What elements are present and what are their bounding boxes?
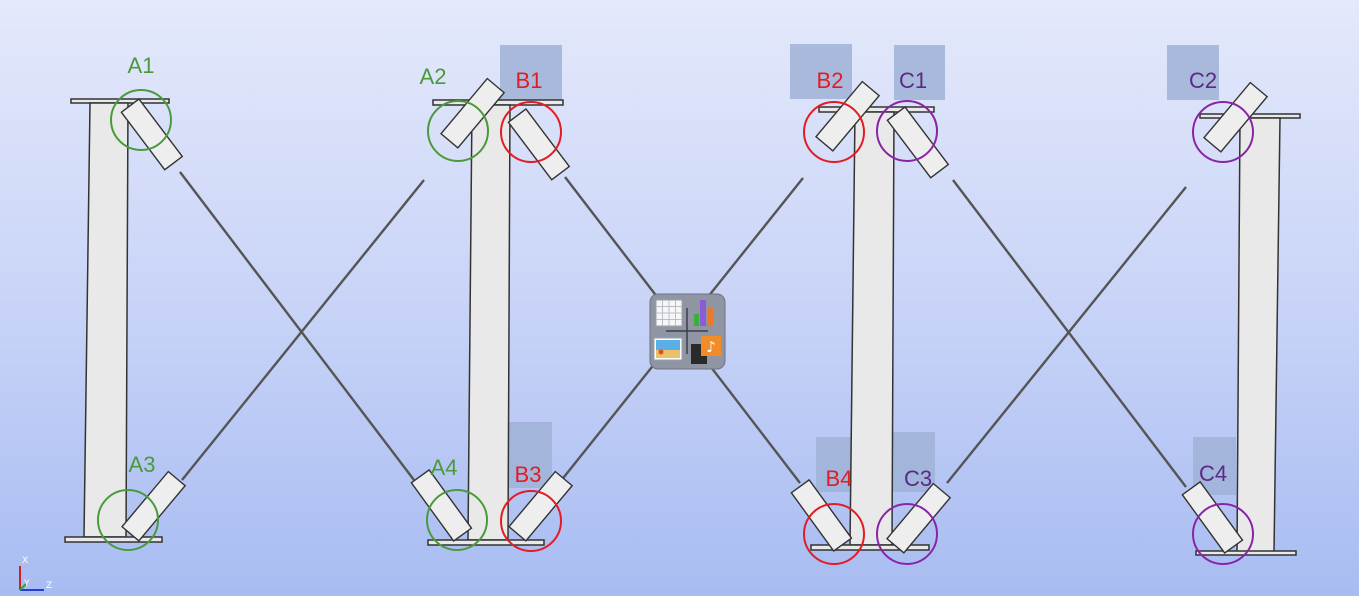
- label-b2: B2: [817, 68, 844, 93]
- ring-b1[interactable]: [500, 101, 562, 163]
- actuator-a4: [410, 468, 473, 543]
- label-b4: B4: [826, 466, 853, 491]
- highlight-b1: [500, 45, 562, 100]
- column-4: [1236, 117, 1281, 553]
- ring-b3[interactable]: [500, 490, 562, 552]
- actuator-b3: [508, 470, 574, 542]
- axis-label-z: Z: [46, 581, 52, 591]
- column-2-base-bottom: [427, 539, 545, 546]
- highlight-c2: [1167, 45, 1219, 100]
- axis-label-y: Y: [23, 579, 30, 589]
- label-a4: A4: [431, 455, 458, 480]
- actuator-b2: [815, 80, 881, 152]
- label-c1: C1: [899, 68, 927, 93]
- ring-c1[interactable]: [876, 100, 938, 162]
- label-c2: C2: [1189, 68, 1217, 93]
- cable-a3-a2: [181, 179, 425, 481]
- axis-triad: X Y Z: [19, 556, 52, 591]
- actuator-a3: [121, 470, 187, 542]
- label-c4: C4: [1199, 461, 1227, 486]
- column-3-base-bottom: [810, 544, 930, 551]
- cable-c3-c2: [946, 186, 1187, 484]
- cable-a1-a4: [179, 171, 415, 481]
- ring-a3[interactable]: [97, 489, 159, 551]
- highlight-c3: [892, 432, 935, 492]
- ring-b4[interactable]: [803, 503, 865, 565]
- actuator-b1: [507, 108, 571, 181]
- column-1-base-bottom: [64, 536, 163, 543]
- actuator-b4: [790, 478, 853, 553]
- label-c3: C3: [904, 466, 932, 491]
- ring-a4[interactable]: [426, 489, 488, 551]
- column-3: [849, 111, 895, 546]
- actuator-a1: [120, 98, 184, 171]
- ring-c4[interactable]: [1192, 503, 1254, 565]
- columns: [64, 98, 1301, 556]
- actuator-c2: [1203, 81, 1269, 153]
- actuator-c1: [886, 106, 950, 179]
- label-b1: B1: [516, 68, 543, 93]
- joint-labels: A1 A2 A3 A4 B1 B2 B3 B4 C1 C2 C3 C4: [128, 53, 1228, 491]
- label-a1: A1: [128, 53, 155, 78]
- ring-b2[interactable]: [803, 101, 865, 163]
- x-axis-line: [19, 583, 27, 591]
- joint-rings: [97, 89, 1254, 565]
- highlight-c1: [894, 45, 945, 100]
- actuator-a2: [440, 77, 506, 149]
- ring-a1[interactable]: [110, 89, 172, 151]
- column-1: [83, 102, 129, 538]
- label-a3: A3: [129, 452, 156, 477]
- highlight-b4: [816, 437, 855, 492]
- actuator-c4: [1181, 480, 1244, 555]
- media-gallery-icon[interactable]: ♪: [649, 293, 726, 370]
- column-2: [467, 104, 511, 541]
- label-b3: B3: [515, 462, 542, 487]
- actuators: [120, 77, 1269, 555]
- ring-c2[interactable]: [1192, 101, 1254, 163]
- ring-c3[interactable]: [876, 503, 938, 565]
- axis-label-x: X: [22, 556, 28, 566]
- cable-c1-c4: [952, 179, 1187, 488]
- actuator-c3: [886, 482, 952, 554]
- ring-a2[interactable]: [427, 100, 489, 162]
- highlight-b2: [790, 44, 852, 99]
- label-a2: A2: [420, 64, 447, 89]
- svg-text:♪: ♪: [706, 338, 716, 356]
- highlight-b3: [509, 422, 552, 488]
